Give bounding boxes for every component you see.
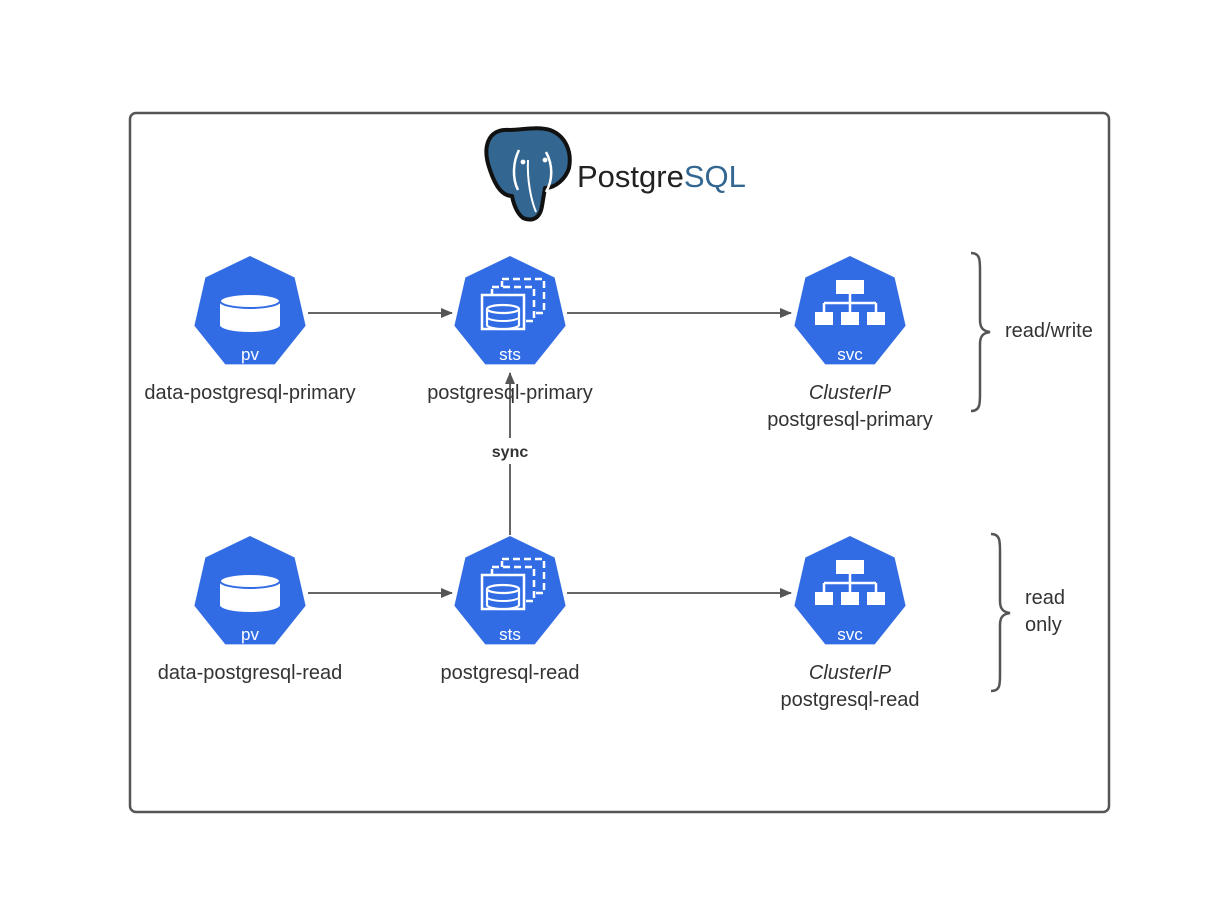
icon-type-label: sts bbox=[499, 345, 521, 364]
node-sts-primary[interactable]: sts bbox=[454, 256, 566, 365]
service-icon bbox=[815, 560, 885, 605]
node-svc-primary[interactable]: svc bbox=[794, 256, 906, 365]
node-pv-read[interactable]: pv bbox=[194, 536, 306, 645]
database-icon bbox=[219, 293, 281, 332]
read-only-label-line2: only bbox=[1025, 614, 1062, 636]
logo-text-post: Postgre bbox=[577, 159, 684, 194]
sts-read-label: postgresql-read bbox=[441, 662, 580, 684]
service-icon bbox=[815, 280, 885, 325]
svc-read-label: postgresql-read bbox=[781, 689, 920, 711]
pv-read-label: data-postgresql-read bbox=[158, 662, 343, 684]
elephant-icon bbox=[484, 126, 572, 222]
node-pv-primary[interactable]: pv bbox=[194, 256, 306, 365]
read-write-brace bbox=[970, 251, 991, 413]
read-write-label: read/write bbox=[1005, 320, 1093, 342]
svc-primary-label: postgresql-primary bbox=[767, 409, 933, 431]
read-only-brace bbox=[990, 532, 1011, 693]
pv-primary-label: data-postgresql-primary bbox=[144, 382, 355, 404]
node-sts-read[interactable]: sts bbox=[454, 536, 566, 645]
icon-type-label: sts bbox=[499, 625, 521, 644]
statefulset-icon bbox=[480, 277, 546, 331]
icon-type-label: pv bbox=[241, 625, 259, 644]
sync-label-bg bbox=[484, 438, 536, 464]
edges: sync bbox=[308, 308, 792, 598]
sts-primary-label: postgresql-primary bbox=[427, 382, 593, 404]
cluster-frame bbox=[128, 111, 1111, 814]
statefulset-icon bbox=[480, 557, 546, 611]
icon-type-label: svc bbox=[837, 345, 863, 364]
logo-wordmark: PostgreSQL bbox=[577, 159, 746, 194]
svc-primary-type: ClusterIP bbox=[809, 382, 892, 404]
postgresql-logo: PostgreSQL bbox=[484, 126, 746, 222]
svc-read-type: ClusterIP bbox=[809, 662, 892, 684]
icon-type-label: pv bbox=[241, 345, 259, 364]
read-only-label-line1: read bbox=[1025, 587, 1065, 609]
sync-label: sync bbox=[492, 444, 529, 461]
logo-text-sql: SQL bbox=[684, 159, 746, 194]
icon-type-label: svc bbox=[837, 625, 863, 644]
node-svc-read[interactable]: svc bbox=[794, 536, 906, 645]
database-icon bbox=[219, 573, 281, 612]
